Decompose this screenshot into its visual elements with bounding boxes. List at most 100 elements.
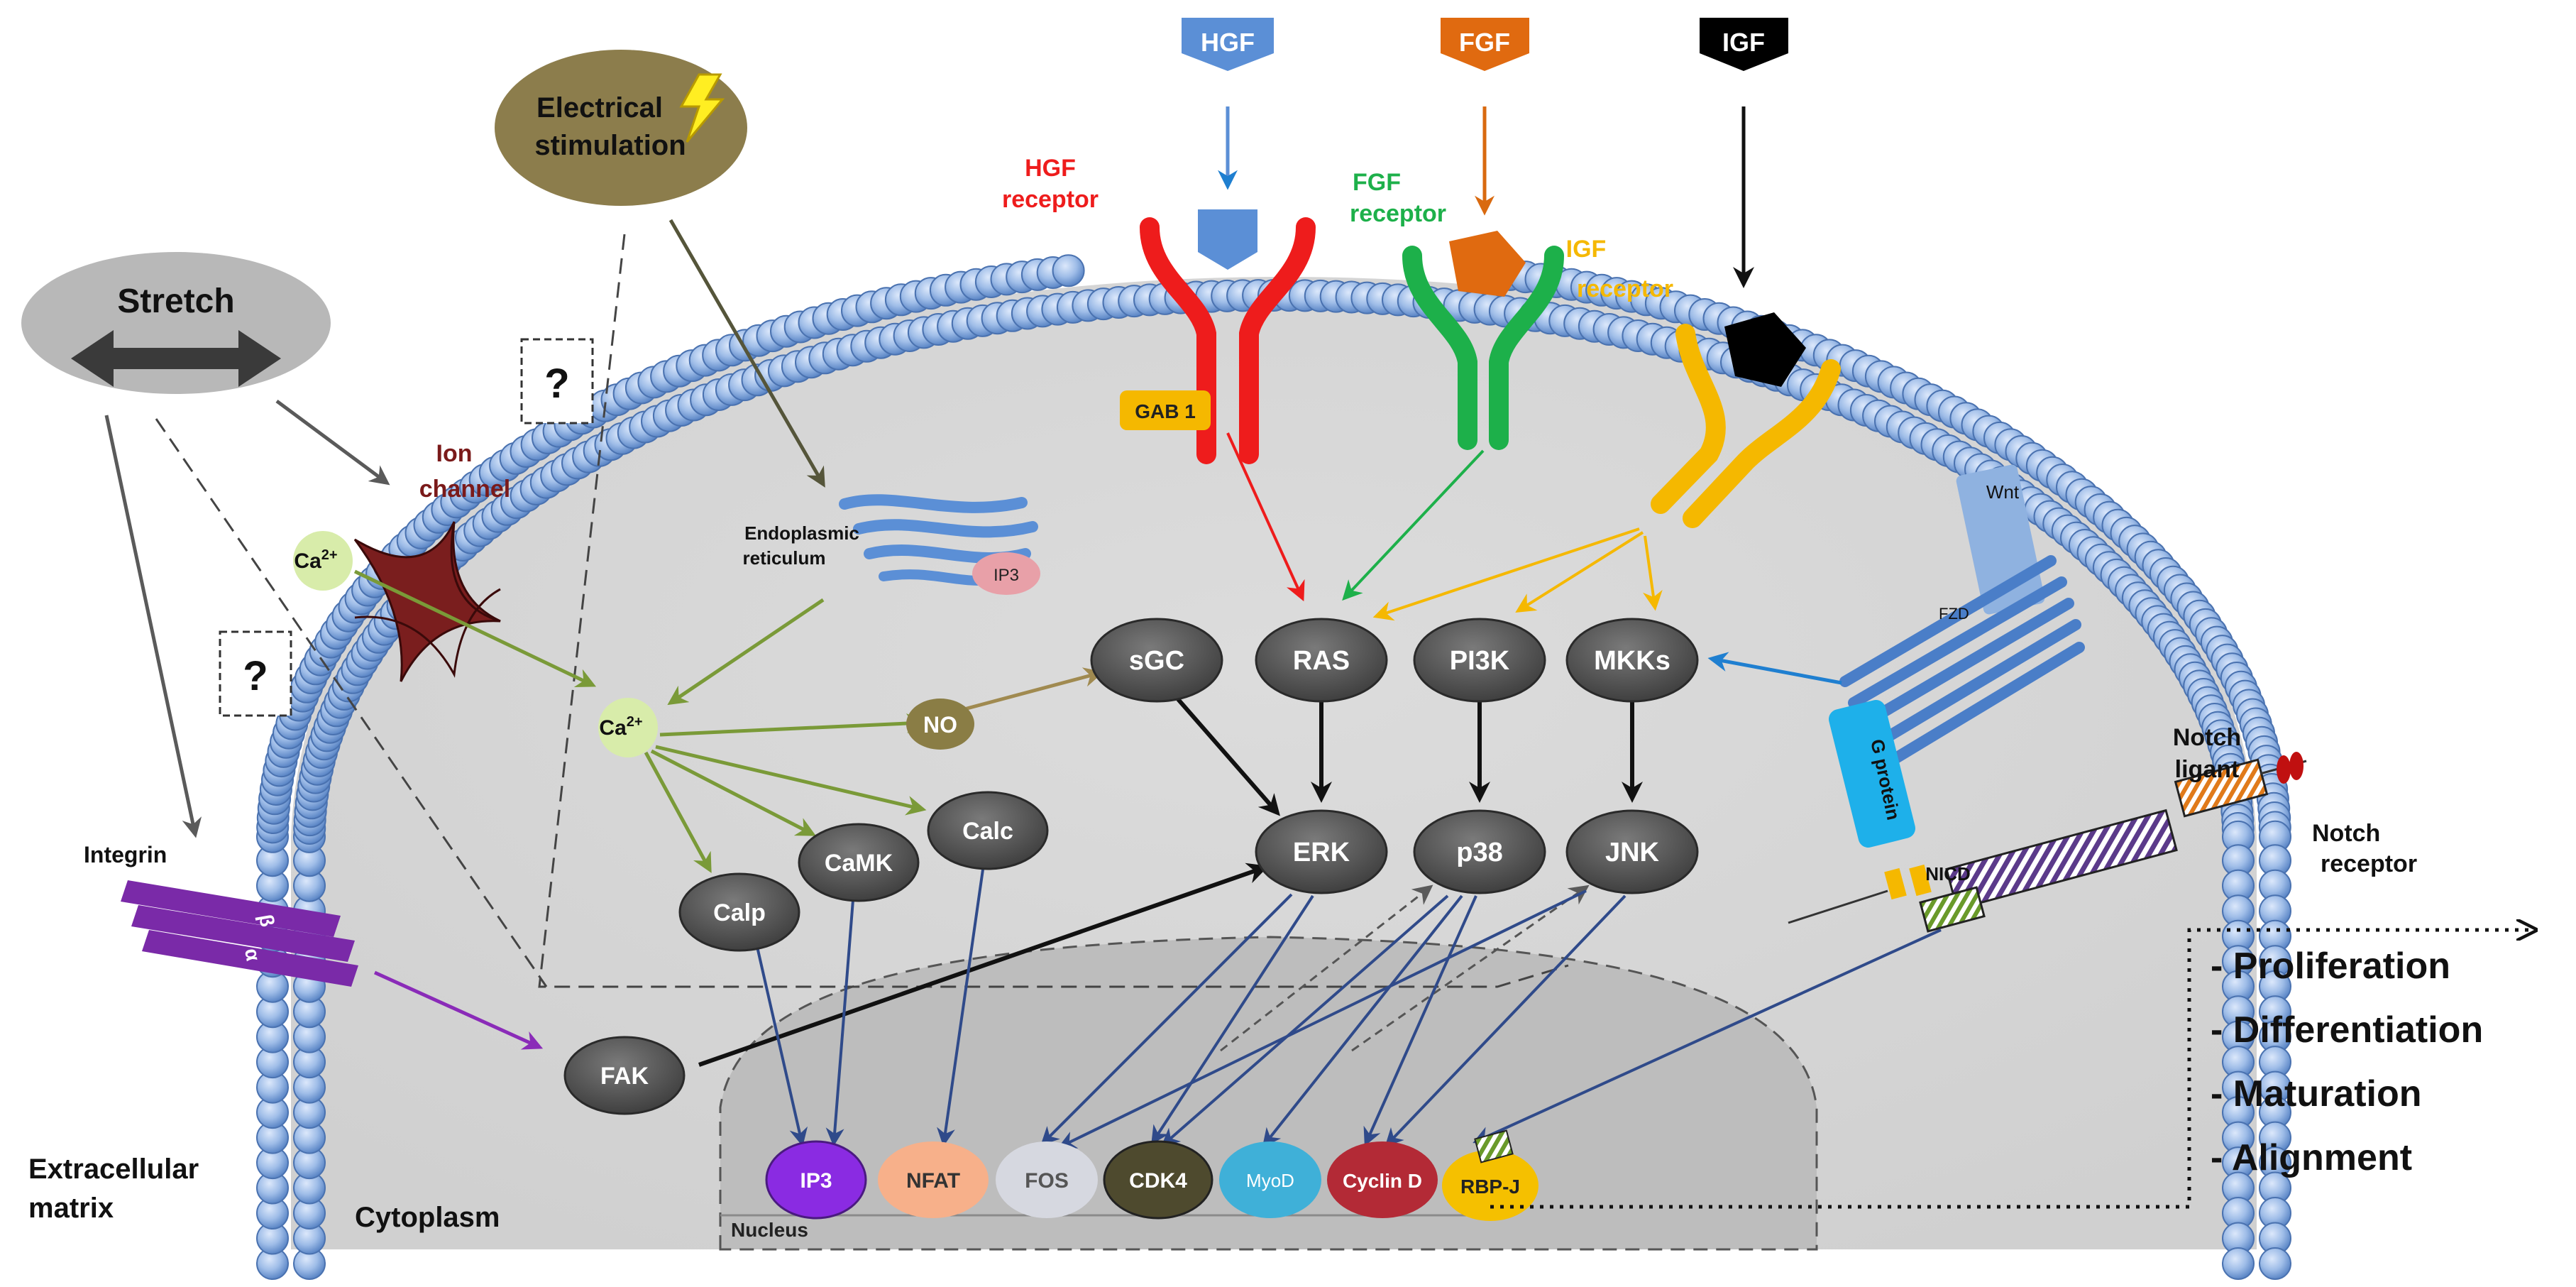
node-sgc-label: sGC (1129, 646, 1184, 676)
notch-ligand (2174, 752, 2307, 818)
gab1-adaptor: GAB 1 (1120, 390, 1211, 430)
node-erk: ERK (1255, 809, 1388, 894)
notch-ligand-label-line2: ligant (2175, 756, 2240, 783)
erk-to-p38-dashed (1220, 885, 1433, 1052)
node-fak-label: FAK (600, 1063, 649, 1090)
outcome-differentiation: - Differentiation (2211, 1009, 2483, 1051)
electrical-label-line2: stimulation (534, 130, 686, 161)
er-label-line1: Endoplasmic (744, 522, 859, 544)
ion-channel (353, 521, 501, 682)
er-to-ca-arrow (667, 598, 825, 706)
unknown-box-lower: ? (219, 630, 292, 717)
igf-to-pi3k-arrow (1515, 531, 1644, 613)
node-no-label: NO (923, 712, 957, 738)
fgf-to-ras-arrow (1342, 449, 1485, 601)
cytoplasm-label: Cytoplasm (355, 1202, 500, 1233)
igf-to-mkks-arrow (1643, 535, 1663, 611)
node-camk: CaMK (798, 823, 920, 902)
sgc-to-erk-arrow (1176, 698, 1280, 816)
integrin-beta-label: β (255, 913, 278, 929)
nicd: NICD (1919, 863, 1986, 933)
unknown-box-upper: ? (520, 338, 594, 425)
integrin-label: Integrin (84, 842, 167, 867)
notch-receptor-label-line2: receptor (2321, 850, 2417, 877)
factor-fos: FOS (996, 1141, 1098, 1218)
igf-ligand-label: IGF (1722, 28, 1765, 57)
p38-to-myod-arrow (1262, 894, 1463, 1148)
notch-receptor (1788, 809, 2178, 924)
stretch-to-integrin-arrow (104, 415, 202, 838)
node-p38-label: p38 (1456, 838, 1502, 867)
node-pi3k: PI3K (1413, 618, 1546, 703)
calcium-int-base: Ca (599, 716, 627, 740)
stretch-region-line (155, 418, 548, 987)
ion-channel-label-line1: Ion (436, 440, 473, 467)
fgf-receptor-label-line1: FGF (1353, 169, 1401, 196)
notch-ligand-label-line1: Notch (2173, 724, 2241, 751)
factor-fos-label: FOS (1025, 1169, 1069, 1193)
node-calc-label: Calc (962, 818, 1013, 845)
svg-text:Ca2+: Ca2+ (599, 714, 642, 740)
membrane-bead (1052, 254, 1085, 287)
node-fak: FAK (563, 1036, 686, 1115)
outcome-alignment: - Alignment (2211, 1137, 2412, 1178)
node-mkks: MKKs (1565, 618, 1699, 703)
wnt-label: Wnt (1986, 481, 2020, 503)
factor-myod: MyoD (1219, 1141, 1321, 1218)
node-erk-label: ERK (1293, 838, 1350, 867)
hgf-receptor (1140, 209, 1316, 464)
svg-text:Ca2+: Ca2+ (294, 547, 337, 573)
igf-ligand: IGF (1700, 18, 1788, 71)
membrane-bead (2259, 1247, 2291, 1280)
extracellular-label-line2: matrix (28, 1193, 114, 1224)
nicd-label: NICD (1925, 863, 1971, 885)
node-no: NO (906, 699, 974, 750)
stretch-label: Stretch (117, 283, 234, 320)
er-ip3-label: IP3 (993, 566, 1019, 585)
igf-to-ras-arrow (1372, 527, 1640, 621)
calcium-int-sup: 2+ (627, 714, 643, 730)
factor-cyclind-label: Cyclin D (1343, 1170, 1422, 1192)
factor-rbpj-label: RBP-J (1460, 1176, 1520, 1198)
calcium-ext-base: Ca (294, 549, 321, 573)
node-calp-label: Calp (713, 899, 766, 926)
outcome-maturation: - Maturation (2211, 1073, 2422, 1115)
node-ras: RAS (1255, 618, 1388, 703)
lightning-icon (679, 73, 725, 143)
factor-cdk4: CDK4 (1103, 1140, 1213, 1220)
factor-cdk4-label: CDK4 (1129, 1169, 1187, 1193)
nucleus-label: Nucleus (731, 1219, 808, 1241)
hgf-ligand-label: HGF (1201, 28, 1255, 57)
hgf-to-ras-arrow (1226, 432, 1305, 602)
ca-to-camk-arrow (650, 749, 816, 836)
notch-receptor-label-line1: Notch (2312, 820, 2380, 847)
ca-to-calp-arrow (644, 751, 712, 873)
factor-cyclind: Cyclin D (1327, 1141, 1438, 1218)
factor-rbpj: RBP-J (1442, 1129, 1539, 1221)
ca-ext-to-ca-int-arrow (353, 569, 597, 687)
gab1-label: GAB 1 (1135, 400, 1196, 422)
extracellular-label-line1: Extracellular (28, 1154, 199, 1185)
node-camk-label: CaMK (825, 850, 893, 877)
unknown-label-lower: ? (243, 653, 268, 699)
fgf-ligand: FGF (1441, 18, 1529, 71)
nicd-to-rbpj-arrow (1473, 929, 1942, 1144)
factor-ip3-label: IP3 (800, 1169, 832, 1193)
calcium-ext-sup: 2+ (321, 547, 338, 563)
electrical-label-line1: Electrical (536, 92, 663, 124)
factor-ip3: IP3 (765, 1140, 867, 1220)
hgf-ligand: HGF (1182, 18, 1274, 71)
node-pi3k-label: PI3K (1450, 646, 1510, 676)
ca-to-calc-arrow (655, 745, 927, 816)
calc-to-nfat-arrow (937, 869, 984, 1147)
electrical-pathway-region (538, 234, 1569, 988)
outcome-dotted-arrow (1490, 930, 2533, 1209)
fzd-label: FZD (1939, 605, 1969, 623)
stretch-stimulus: Stretch (21, 252, 331, 394)
ion-channel-label-line2: channel (419, 476, 510, 503)
nucleus: Nucleus (719, 936, 1818, 1251)
node-mkks-label: MKKs (1594, 646, 1670, 676)
outcome-list: - Proliferation - Differentiation - Matu… (2211, 946, 2483, 1178)
